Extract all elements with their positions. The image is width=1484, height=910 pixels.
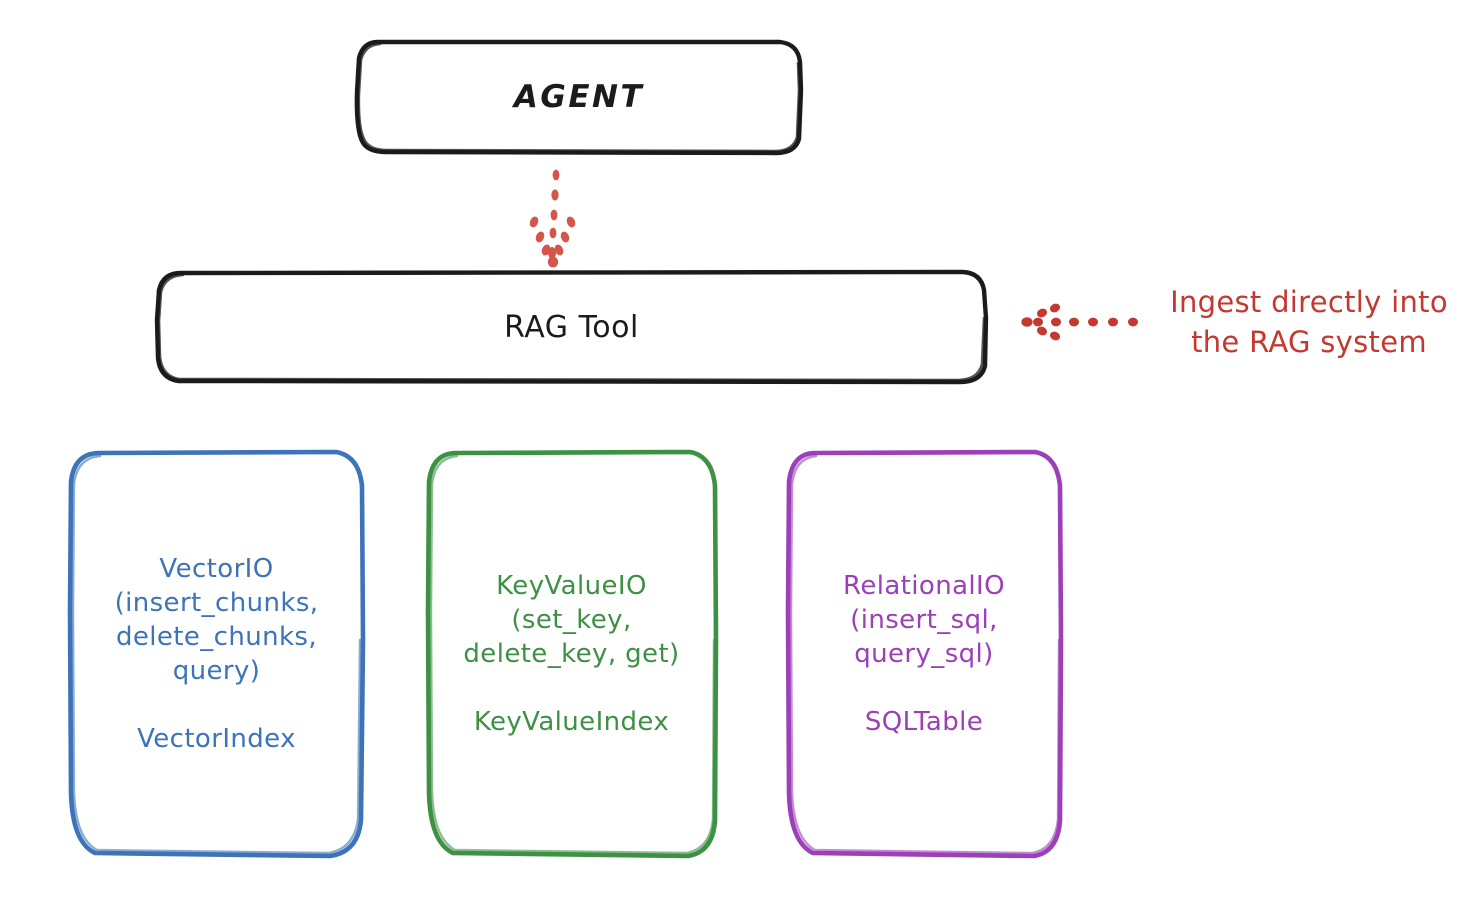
relational-io-title: RelationalIO (insert_sql, query_sql) bbox=[843, 571, 1005, 669]
ingest-arrow bbox=[1021, 303, 1138, 341]
node-key-value-io[interactable]: KeyValueIO (set_key, delete_key, get) Ke… bbox=[428, 452, 715, 856]
key-value-io-box-outline bbox=[425, 449, 719, 859]
vector-io-title: VectorIO (insert_chunks, delete_chunks, … bbox=[114, 554, 319, 686]
vector-io-box-outline bbox=[67, 449, 366, 859]
agent-to-rag-arrow bbox=[529, 169, 576, 268]
node-agent[interactable]: AGENT bbox=[357, 41, 801, 153]
node-vector-io[interactable]: VectorIO (insert_chunks, delete_chunks, … bbox=[70, 452, 363, 856]
key-value-io-title: KeyValueIO (set_key, delete_key, get) bbox=[463, 571, 680, 669]
rag-tool-box-outline bbox=[154, 269, 989, 385]
key-value-io-index: KeyValueIndex bbox=[473, 707, 670, 737]
relational-io-box-outline bbox=[785, 449, 1064, 859]
relational-io-index: SQLTable bbox=[864, 707, 984, 737]
node-rag-tool[interactable]: RAG Tool bbox=[157, 272, 986, 383]
agent-box-outline bbox=[354, 39, 804, 156]
ingest-annotation-label: Ingest directly into the RAG system bbox=[1170, 285, 1448, 359]
vector-io-index: VectorIndex bbox=[137, 724, 296, 754]
agent-label: AGENT bbox=[513, 79, 645, 115]
rag-tool-label: RAG Tool bbox=[504, 310, 639, 345]
node-relational-io[interactable]: RelationalIO (insert_sql, query_sql) SQL… bbox=[788, 452, 1060, 856]
